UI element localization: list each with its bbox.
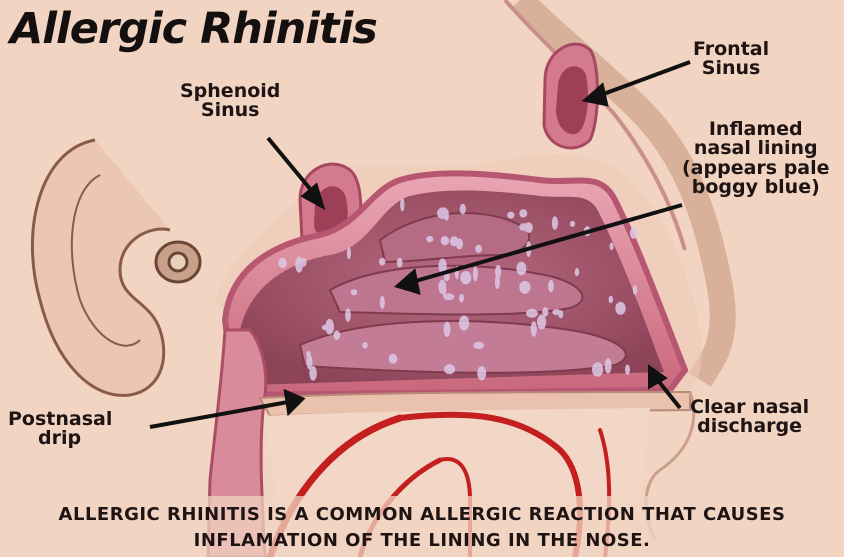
label-postnasal-line2: drip <box>8 429 112 448</box>
lining-bubble <box>347 247 351 259</box>
label-lining-line2: nasal lining <box>682 139 830 158</box>
lining-bubble <box>516 262 526 276</box>
lining-bubble <box>592 362 603 377</box>
lining-bubble <box>605 358 612 373</box>
lining-bubble <box>552 216 558 230</box>
caption-line1: ALLERGIC RHINITIS IS A COMMON ALLERGIC R… <box>0 505 844 526</box>
lining-bubble <box>507 212 514 219</box>
lining-bubble <box>389 354 398 364</box>
label-inflamed-lining: Inflamed nasal lining (appears pale bogg… <box>682 120 830 198</box>
lining-bubble <box>345 308 351 321</box>
lining-bubble <box>630 227 637 239</box>
lining-bubble <box>444 322 451 337</box>
lining-bubble <box>444 364 455 374</box>
lining-bubble <box>475 245 482 253</box>
lining-bubble <box>443 293 454 300</box>
lining-bubble <box>379 258 386 266</box>
lining-bubble <box>438 280 446 294</box>
lining-bubble <box>519 223 528 231</box>
lining-bubble <box>542 307 548 317</box>
lining-bubble <box>519 281 530 294</box>
lining-bubble <box>397 258 403 268</box>
lining-bubble <box>295 257 303 273</box>
lining-bubble <box>459 315 469 330</box>
lining-bubble <box>333 330 340 340</box>
label-postnasal-drip: Postnasal drip <box>8 410 112 449</box>
lining-bubble <box>473 266 478 281</box>
lining-bubble <box>437 207 449 219</box>
caption-line2: INFLAMATION OF THE LINING IN THE NOSE. <box>0 531 844 552</box>
lining-bubble <box>531 321 537 337</box>
label-clear-discharge: Clear nasal discharge <box>690 398 809 437</box>
lining-bubble <box>570 221 575 227</box>
lining-bubble <box>460 271 471 284</box>
lining-bubble <box>362 342 367 348</box>
label-frontal-sinus: Frontal Sinus <box>693 40 769 79</box>
label-discharge-line2: discharge <box>690 417 809 436</box>
page-title: Allergic Rhinitis <box>10 4 377 54</box>
lining-bubble <box>380 296 385 309</box>
lining-bubble <box>519 209 527 217</box>
lining-bubble <box>456 238 463 249</box>
lining-bubble <box>306 351 311 358</box>
lining-bubble <box>526 309 538 318</box>
lining-bubble <box>351 289 358 295</box>
lining-bubble <box>609 296 614 304</box>
lining-bubble <box>610 243 614 251</box>
lining-bubble <box>309 366 317 381</box>
lining-bubble <box>633 285 637 295</box>
lining-bubble <box>473 342 484 349</box>
lining-bubble <box>625 365 630 375</box>
lining-bubble <box>325 319 334 335</box>
lining-bubble <box>477 366 486 380</box>
label-sphenoid-line2: Sinus <box>180 101 280 120</box>
lining-bubble <box>426 236 433 242</box>
label-lining-line4: boggy blue) <box>682 178 830 197</box>
label-sphenoid-sinus: Sphenoid Sinus <box>180 82 280 121</box>
lining-bubble <box>548 280 554 292</box>
lining-bubble <box>537 315 546 330</box>
lining-bubble <box>615 302 625 315</box>
lining-bubble <box>575 268 580 276</box>
lining-bubble <box>495 275 500 289</box>
lining-bubble <box>278 258 287 268</box>
lining-bubble <box>400 198 404 211</box>
lining-bubble <box>552 309 560 315</box>
label-frontal-line2: Sinus <box>693 59 769 78</box>
lining-bubble <box>441 236 449 245</box>
lining-bubble <box>459 294 464 302</box>
lining-bubble <box>460 204 466 215</box>
